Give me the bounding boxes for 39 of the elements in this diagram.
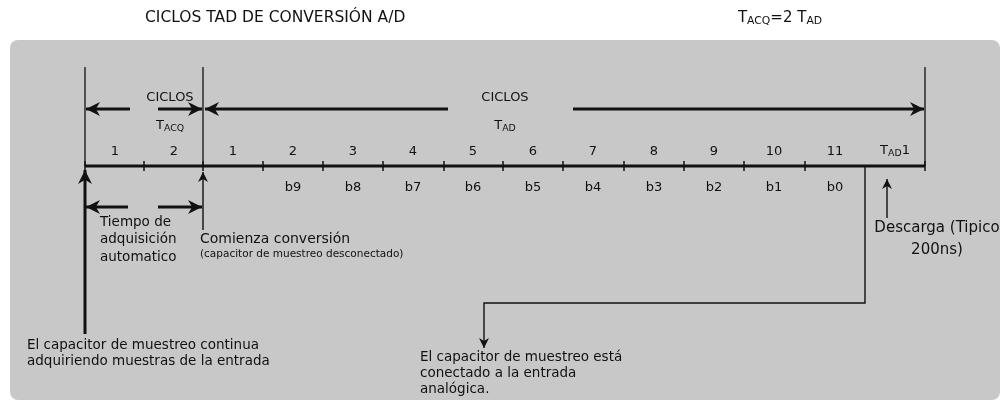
- cycle-number: 9: [709, 143, 719, 159]
- bit-label: b9: [284, 179, 302, 195]
- cycle-number: 4: [408, 143, 418, 159]
- bit-label: b8: [344, 179, 362, 195]
- annotation-note: Comienza conversión (capacitor de muestreo desconectado): [200, 230, 500, 260]
- annotation-note: El capacitor de muestreo continua adquiriendo muestras de la entrada: [27, 336, 327, 369]
- annotation-note: Descarga (Tipico 200ns): [872, 216, 1002, 260]
- bit-label: b2: [705, 179, 723, 195]
- cycle-number: 6: [528, 143, 538, 159]
- leader-arrow: [198, 171, 208, 231]
- annotation-note: El capacitor de muestreo está conectado a la entrada analógica.: [420, 348, 650, 397]
- cycle-number: 11: [826, 143, 844, 159]
- bit-label: b6: [464, 179, 482, 195]
- bit-label: b4: [584, 179, 602, 195]
- leader-arrow: [479, 165, 866, 349]
- cycle-number: 1: [110, 143, 120, 159]
- dimension-label: T$_{ACQ}$: [155, 118, 185, 134]
- cycle-number: 10: [765, 143, 783, 159]
- leader-arrow: [882, 178, 892, 219]
- bit-label: b0: [826, 179, 844, 195]
- bit-label: b1: [765, 179, 783, 195]
- cycle-number: 2: [169, 143, 179, 159]
- dimension-label: Tiempo de adquisición automatico: [100, 213, 178, 265]
- cycle-number: 1: [228, 143, 238, 159]
- bit-label: b3: [645, 179, 663, 195]
- bit-label: b7: [404, 179, 422, 195]
- cycle-number: 2: [288, 143, 298, 159]
- dimension-label: CICLOS: [146, 89, 194, 105]
- cycle-number: 8: [649, 143, 659, 159]
- dimension-label: T$_{AD}$: [494, 118, 516, 134]
- formula-label: T$_{ACQ}$=2 T$_{AD}$: [737, 9, 823, 27]
- cycle-number: 5: [468, 143, 478, 159]
- diagram-title: CICLOS TAD DE CONVERSIÓN A/D: [145, 8, 406, 26]
- dimension-label: CICLOS: [481, 89, 529, 105]
- cycle-number: T$_{AD}$1: [880, 143, 910, 159]
- bit-label: b5: [524, 179, 542, 195]
- cycle-number: 3: [348, 143, 358, 159]
- leader-arrow: [78, 170, 92, 334]
- cycle-number: 7: [588, 143, 598, 159]
